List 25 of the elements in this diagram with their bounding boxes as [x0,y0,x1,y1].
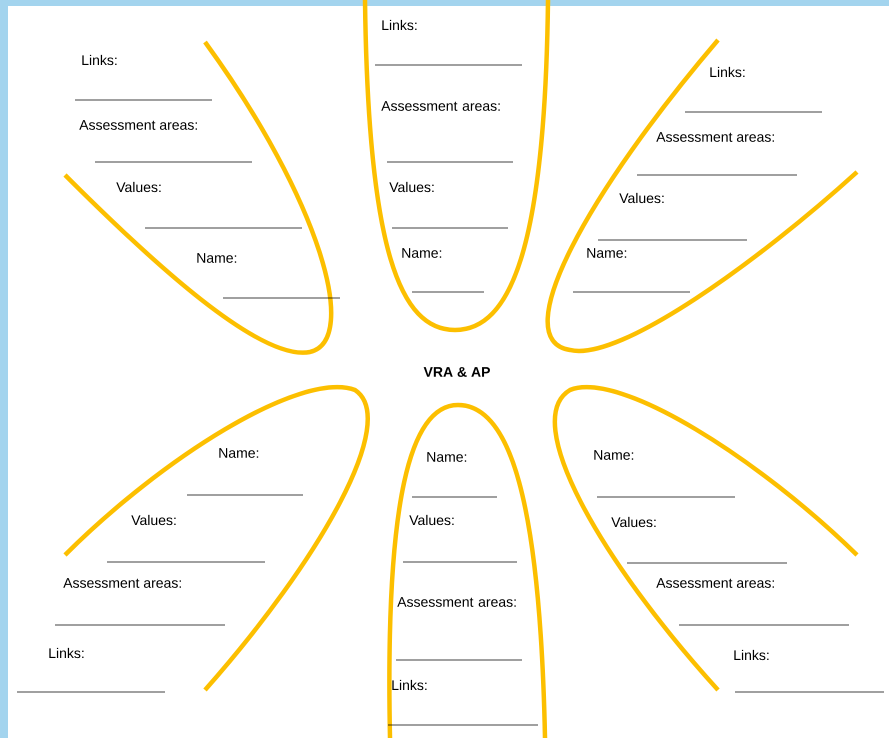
field-label: Values: [611,516,656,528]
field-label: Assessment areas: [63,578,181,588]
field-label: Links: [734,650,768,660]
center-label: VRA & AP [424,367,490,377]
field-label: Values: [619,192,664,204]
field-label: Values: [116,182,161,192]
field-label: Values: [389,182,434,192]
field-label: Values: [409,514,454,526]
field-label: Assessment areas: [397,597,516,607]
field-label: Assessment areas: [656,578,774,588]
field-label: Links: [49,648,84,658]
field-label: Name: [587,248,626,258]
field-label: Name: [402,248,442,258]
field-label: Name: [427,452,466,462]
field-label: Links: [710,66,744,78]
field-label: Assessment areas: [656,132,774,142]
field-label: Assessment areas: [79,120,197,130]
field-label: Values: [131,514,176,526]
field-label: Links: [382,20,416,30]
field-label: Links: [392,680,426,690]
field-label: Name: [594,450,634,460]
field-label: Assessment areas: [381,101,500,111]
field-label: Name: [219,448,258,458]
field-label: Name: [197,253,236,263]
field-label: Links: [82,54,116,66]
